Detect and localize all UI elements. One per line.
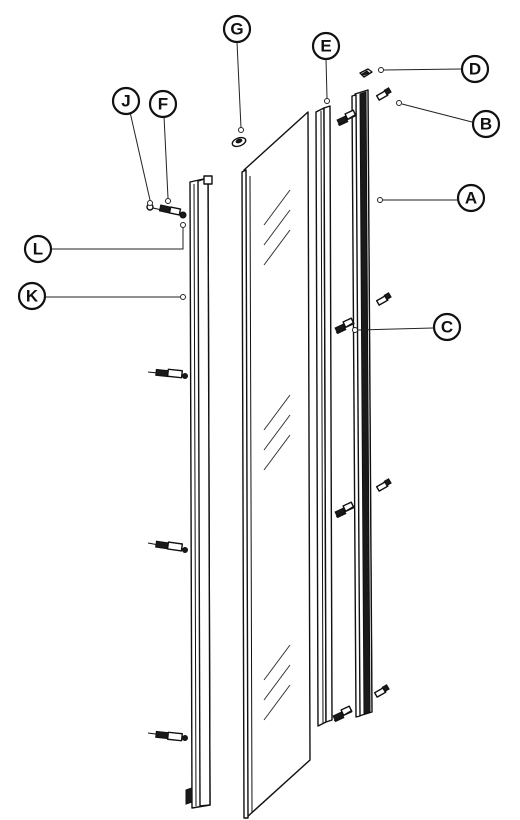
callout-l: L [23,234,53,264]
callout-l-label: L [33,240,43,259]
screw-set-bottom [332,684,390,723]
wall-screw-1 [147,368,188,379]
callout-b-label: B [480,115,492,134]
seal-strip-e [315,105,333,727]
callout-e-label: E [320,37,331,56]
screw-set-top [336,87,392,127]
profile-channel-a [351,89,373,718]
callout-c-label: C [441,318,453,337]
callout-c: C [432,312,462,342]
callout-a: A [456,183,486,213]
top-fixing-screw [146,203,187,219]
wall-screw-3 [147,730,188,742]
callout-g: G [222,14,252,44]
callout-j-label: J [121,92,130,111]
callout-j: J [111,86,141,116]
callout-f: F [148,89,178,119]
wall-screw-2 [147,540,188,553]
top-cap-d [359,68,373,78]
callout-k: K [17,281,47,311]
cap-g [231,136,247,148]
callout-a-label: A [465,189,477,208]
wall-profile-k [185,175,213,809]
callout-f-label: F [158,95,168,114]
screw-set-middle [334,478,392,519]
callout-e: E [311,31,341,61]
leader-lines [45,41,473,333]
callout-b: B [471,109,501,139]
callout-d-label: D [469,60,481,79]
callout-k-label: K [26,287,39,306]
screw-set-upper [334,292,392,335]
glass-panel [241,111,311,819]
callout-d: D [460,54,490,84]
callout-g-label: G [230,20,243,39]
